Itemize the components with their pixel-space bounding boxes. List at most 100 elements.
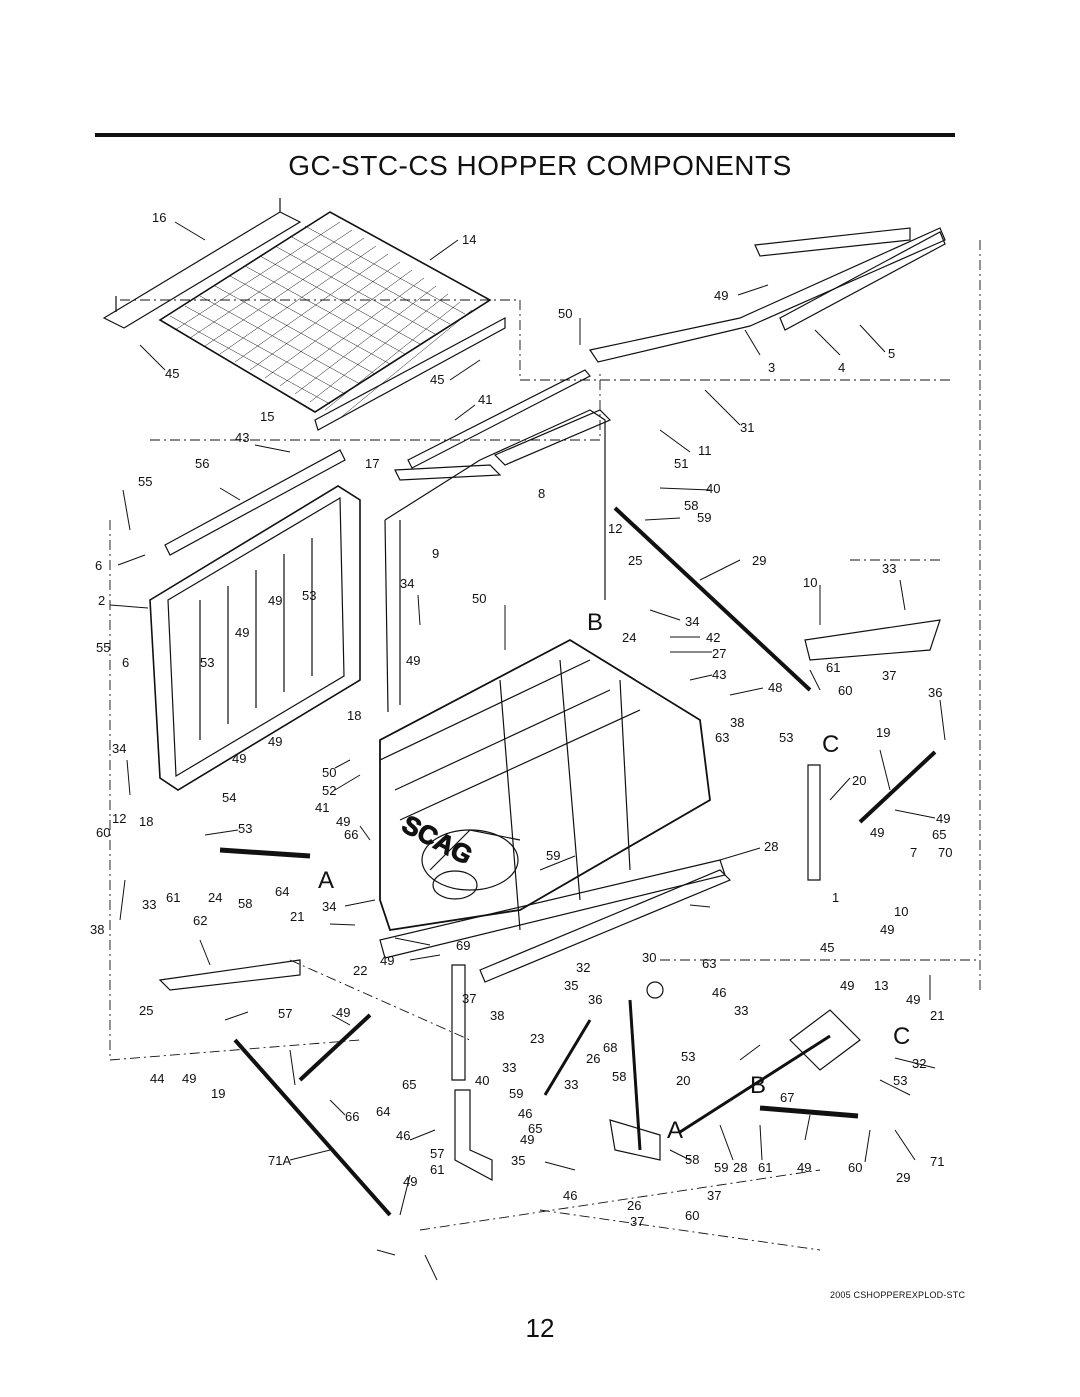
callout-label: 37 <box>707 1188 721 1203</box>
callout-label: 49 <box>235 625 249 640</box>
callout-label: 33 <box>882 561 896 576</box>
callout-label: 36 <box>928 685 942 700</box>
callout-label: 59 <box>546 848 560 863</box>
callout-label: 8 <box>538 486 545 501</box>
callout-label: 28 <box>764 839 778 854</box>
callout-label: 5 <box>888 346 895 361</box>
callout-label: 49 <box>880 922 894 937</box>
callout-labels: 16 14 49 50 45 45 3 4 5 41 15 43 31 11 5… <box>90 210 952 1229</box>
callout-label: 24 <box>208 890 222 905</box>
callout-label: 30 <box>642 950 656 965</box>
callout-label: 50 <box>558 306 572 321</box>
callout-label: 58 <box>684 498 698 513</box>
callout-label: 37 <box>630 1214 644 1229</box>
callout-label: 55 <box>138 474 152 489</box>
callout-label: 6 <box>95 558 102 573</box>
callout-label: 32 <box>912 1056 926 1071</box>
callout-label: 46 <box>518 1106 532 1121</box>
callout-label: 37 <box>882 668 896 683</box>
callout-label: 22 <box>353 963 367 978</box>
callout-label: 66 <box>344 827 358 842</box>
callout-label: 49 <box>182 1071 196 1086</box>
callout-label: 10 <box>803 575 817 590</box>
callout-label: 2 <box>98 593 105 608</box>
callout-label: 53 <box>238 821 252 836</box>
callout-label: 49 <box>268 593 282 608</box>
callout-label: 13 <box>874 978 888 993</box>
callout-label: 34 <box>685 614 699 629</box>
callout-label: 56 <box>195 456 209 471</box>
callout-label: 63 <box>702 956 716 971</box>
callout-label: 12 <box>112 811 126 826</box>
callout-label: 60 <box>848 1160 862 1175</box>
callout-label: 21 <box>290 909 304 924</box>
callout-label: 60 <box>96 825 110 840</box>
callout-label: 33 <box>734 1003 748 1018</box>
page-number: 12 <box>525 1313 555 1343</box>
callout-label: 67 <box>780 1090 794 1105</box>
callout-label: 63 <box>715 730 729 745</box>
callout-label: 35 <box>564 978 578 993</box>
section-letter: C <box>893 1023 910 1050</box>
callout-label: 71 <box>930 1154 944 1169</box>
callout-label: 48 <box>768 680 782 695</box>
callout-label: 49 <box>336 814 350 829</box>
callout-label: 25 <box>139 1003 153 1018</box>
section-letter: A <box>667 1117 683 1144</box>
callout-label: 45 <box>165 366 179 381</box>
callout-label: 57 <box>430 1146 444 1161</box>
callout-label: 59 <box>509 1086 523 1101</box>
callout-label: 50 <box>472 591 486 606</box>
callout-label: 34 <box>112 741 126 756</box>
callout-label: 60 <box>838 683 852 698</box>
tank-brand: SCAG <box>397 809 477 871</box>
drawing-code: 2005 CSHOPPEREXPLOD-STC <box>830 1290 966 1300</box>
callout-label: 19 <box>876 725 890 740</box>
callout-label: 40 <box>475 1073 489 1088</box>
callout-label: 62 <box>193 913 207 928</box>
callout-label: 44 <box>150 1071 164 1086</box>
callout-label: 46 <box>563 1188 577 1203</box>
callout-label: 43 <box>712 667 726 682</box>
callout-label: 14 <box>462 232 476 247</box>
callout-label: 37 <box>462 991 476 1006</box>
callout-label: 45 <box>430 372 444 387</box>
callout-label: 31 <box>740 420 754 435</box>
callout-label: 65 <box>402 1077 416 1092</box>
callout-label: 16 <box>152 210 166 225</box>
callout-label: 7 <box>910 845 917 860</box>
callout-label: 49 <box>268 734 282 749</box>
callout-label: 36 <box>588 992 602 1007</box>
callout-label: 38 <box>490 1008 504 1023</box>
callout-label: 33 <box>142 897 156 912</box>
callout-label: 41 <box>315 800 329 815</box>
section-letter: A <box>318 867 334 894</box>
callout-label: 25 <box>628 553 642 568</box>
callout-label: 53 <box>200 655 214 670</box>
callout-label: 49 <box>870 825 884 840</box>
section-letter: B <box>750 1072 766 1099</box>
callout-label: 26 <box>586 1051 600 1066</box>
callout-label: 53 <box>779 730 793 745</box>
callout-label: 68 <box>603 1040 617 1055</box>
callout-label: 17 <box>365 456 379 471</box>
callout-label: 46 <box>712 985 726 1000</box>
callout-label: 58 <box>238 896 252 911</box>
callout-label: 49 <box>380 953 394 968</box>
callout-label: 26 <box>627 1198 641 1213</box>
callout-label: 57 <box>278 1006 292 1021</box>
callout-label: 61 <box>430 1162 444 1177</box>
callout-label: 46 <box>396 1128 410 1143</box>
callout-label: 21 <box>930 1008 944 1023</box>
callout-label: 33 <box>564 1077 578 1092</box>
callout-label: 10 <box>894 904 908 919</box>
callout-label: 18 <box>139 814 153 829</box>
callout-label: 65 <box>528 1121 542 1136</box>
callout-label: 55 <box>96 640 110 655</box>
callout-label: 49 <box>232 751 246 766</box>
callout-label: 64 <box>376 1104 390 1119</box>
callout-label: 23 <box>530 1031 544 1046</box>
callout-label: 35 <box>511 1153 525 1168</box>
callout-label: 12 <box>608 521 622 536</box>
